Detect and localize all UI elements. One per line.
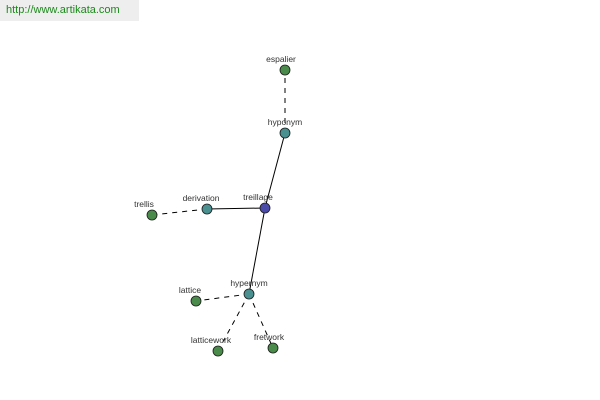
node-espalier[interactable]: [279, 64, 291, 76]
node-treillage[interactable]: [259, 202, 271, 214]
node-latticework[interactable]: [212, 345, 224, 357]
node-hypernym[interactable]: [243, 288, 255, 300]
edges-layer: [151, 70, 286, 352]
edge-hypernym-lattice: [195, 293, 250, 302]
node-fretwork[interactable]: [267, 342, 279, 354]
node-hyponym[interactable]: [279, 127, 291, 139]
node-lattice[interactable]: [190, 295, 202, 307]
edge-treillage-hyponym: [264, 132, 286, 209]
node-label-derivation: derivation: [183, 193, 220, 203]
node-label-fretwork: fretwork: [254, 332, 285, 342]
node-label-espalier: espalier: [266, 54, 296, 64]
node-label-hypernym: hypernym: [230, 278, 267, 288]
source-url-link[interactable]: http://www.artikata.com: [0, 0, 139, 21]
labels-layer: treillage hyponym derivation hypernym espali…: [134, 54, 302, 345]
edge-hypernym-latticework: [217, 293, 250, 352]
node-derivation[interactable]: [201, 203, 213, 215]
nodes-layer: [146, 64, 291, 357]
node-label-lattice: lattice: [179, 285, 201, 295]
node-label-trellis: trellis: [134, 199, 154, 209]
edge-treillage-derivation: [206, 207, 266, 210]
node-trellis[interactable]: [146, 209, 158, 221]
edge-derivation-trellis: [151, 208, 208, 216]
node-label-latticework: latticework: [191, 335, 232, 345]
node-label-hyponym: hyponym: [268, 117, 303, 127]
edge-treillage-hypernym: [248, 207, 266, 295]
node-label-treillage: treillage: [243, 192, 273, 202]
